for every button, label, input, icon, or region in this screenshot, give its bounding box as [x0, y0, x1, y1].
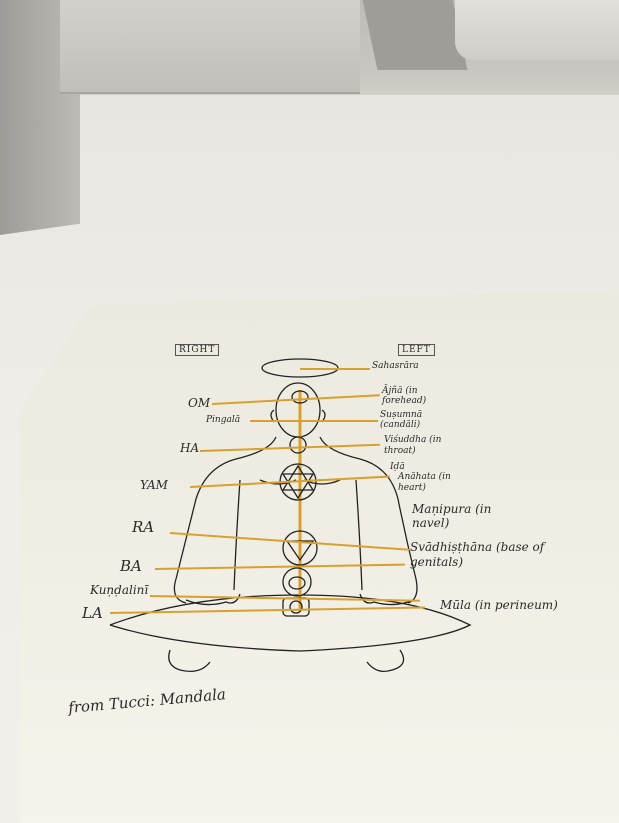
label-manipura: Maṇipura (in navel) [412, 502, 512, 530]
label-susumna: Suṣumnā (candāli) [380, 410, 450, 430]
label-yam: YAM [140, 478, 168, 492]
label-muladhara: Mūla (in perineum) [440, 598, 560, 613]
label-svadhisthana: Svādhiṣṭhāna (base of genitals) [410, 540, 560, 570]
label-right-box: RIGHT [175, 344, 219, 356]
guide-line-sahasrara [300, 368, 370, 370]
label-pingala: Pingalā [206, 415, 240, 425]
label-om: OM [188, 396, 210, 410]
label-visuddha: Viśuddha (in throat) [384, 435, 464, 457]
label-left-box: LEFT [398, 344, 435, 356]
label-ba: BA [120, 557, 142, 575]
guide-line-pingala-susumna [250, 420, 378, 422]
label-anahata: Anāhata (in heart) [398, 472, 478, 494]
label-kundalini: Kuṇḍalinī [90, 583, 148, 597]
label-ra: RA [132, 518, 154, 536]
label-ida: Iḍā [390, 462, 405, 472]
label-ha: HA [180, 441, 199, 455]
label-ajna: Ājñā (in forehead) [382, 386, 452, 406]
label-sahasrara: Sahasrāra [372, 361, 419, 371]
label-la: LA [82, 604, 103, 622]
